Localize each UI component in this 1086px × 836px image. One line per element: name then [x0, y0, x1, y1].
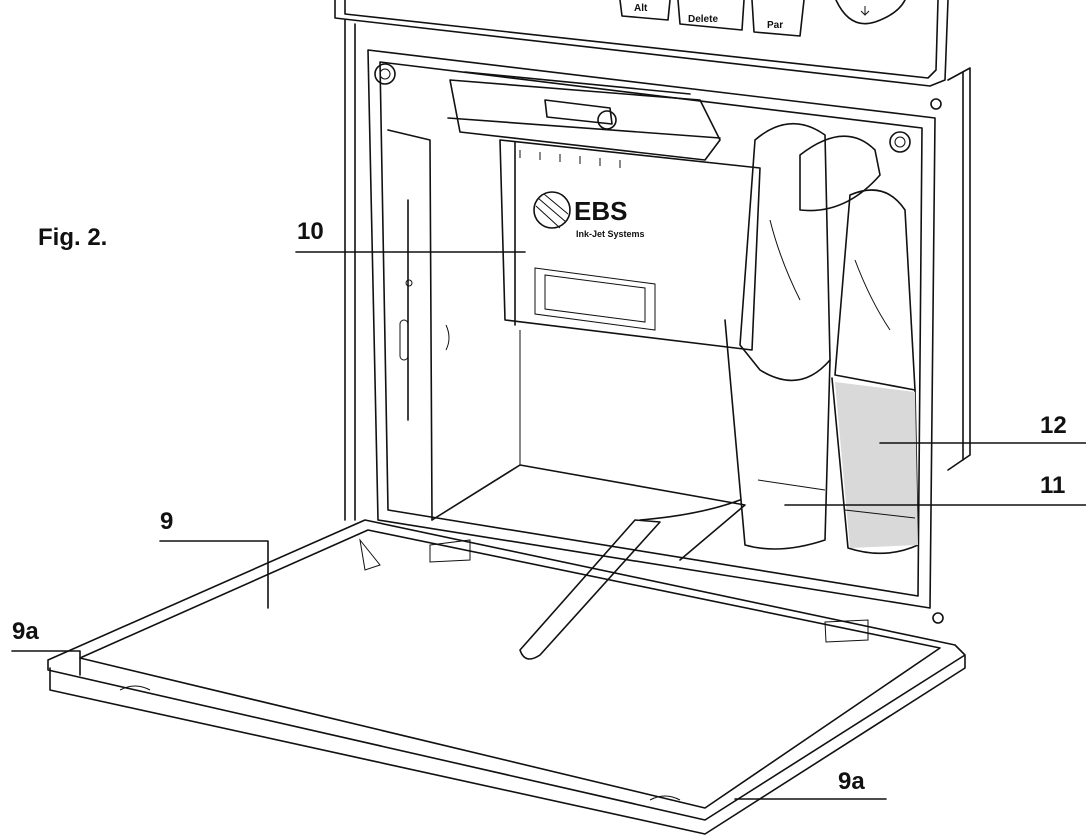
figure-title: Fig. 2.: [38, 224, 108, 251]
callout-lines: [11, 251, 1086, 800]
ebs-logo-text: EBS: [574, 196, 627, 226]
ink-bottles: [724, 122, 919, 555]
callout-10: 10: [297, 218, 324, 245]
callout-9a-left: 9a: [12, 618, 39, 645]
callout-9: 9: [160, 508, 174, 535]
ebs-logo-tagline: Ink-Jet Systems: [576, 229, 645, 239]
callout-11: 11: [1040, 472, 1066, 499]
ink-module: EBS Ink-Jet Systems: [447, 71, 761, 351]
key-alt-label: Alt: [634, 3, 648, 14]
cabinet-body: [344, 19, 971, 624]
callout-12: 12: [1040, 412, 1067, 439]
key-par-label: Par: [767, 20, 783, 31]
door-panel: [47, 499, 966, 835]
keypad-panel: Alt Delete Par: [334, 0, 949, 87]
callout-9a-right: 9a: [838, 768, 865, 795]
leader-9: [159, 540, 269, 609]
key-delete-label: Delete: [688, 14, 718, 25]
bottle-12-shading: [835, 382, 918, 548]
leader-9a-left: [11, 650, 81, 676]
